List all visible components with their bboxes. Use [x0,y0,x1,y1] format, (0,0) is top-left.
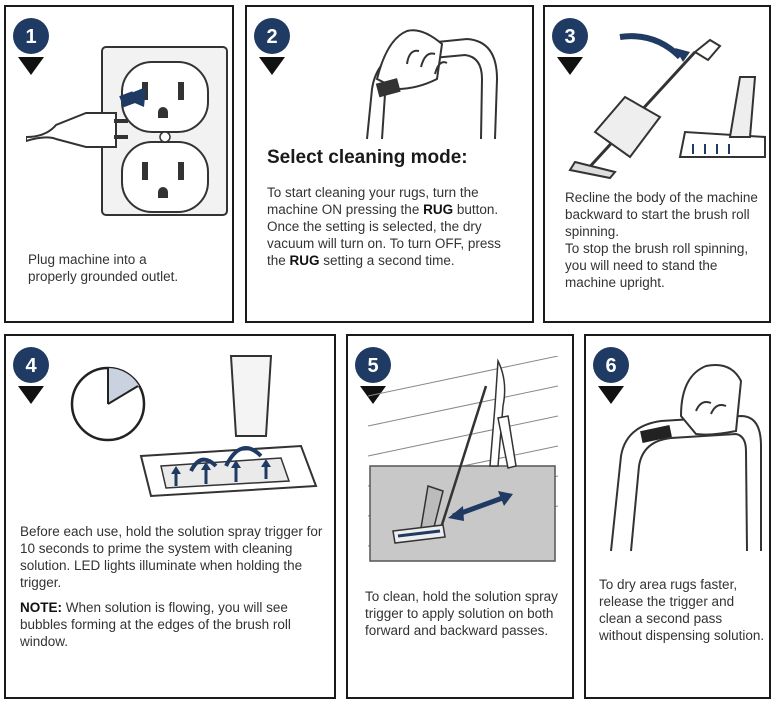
step-2-badge: 2 [254,18,290,75]
hand-pressing-rug-button-illustration [366,29,499,140]
rug-setting-label: RUG [289,253,320,268]
step-6-badge: 6 [593,347,629,404]
step-5-number: 5 [367,355,378,377]
note-label: NOTE: [20,600,62,615]
step-2-text: To start cleaning your rugs, turn the ma… [267,184,522,269]
step-3-text-line: To stop the brush roll spinning, you wil… [565,241,749,290]
step-1-number: 1 [25,26,36,48]
step-1-text: Plug machine into a properly grounded ou… [28,252,179,284]
step-2-heading: Select cleaning mode: [267,147,468,168]
recline-machine-illustration [568,33,766,180]
hand-releasing-trigger-illustration [610,364,762,552]
step-5-text: To clean, hold the solution spray trigge… [365,589,558,638]
brush-roll-priming-illustration [139,355,318,498]
step-3-text-line: Recline the body of the machine backward… [565,190,758,239]
step-4-number: 4 [25,355,37,377]
step-3-text: Recline the body of the machine backward… [565,189,765,291]
step-4-panel: 4 Before each use, hold the solution spr… [4,334,336,699]
step-2-number: 2 [266,26,277,48]
step-3-number: 3 [564,26,575,48]
outlet-plug-illustration [26,46,228,216]
note-text: When solution is flowing, you will see b… [20,600,291,649]
rug-button-label: RUG [423,202,454,217]
timer-clock-icon [70,366,146,442]
step-6-number: 6 [605,355,616,377]
rug-cleaning-passes-illustration [368,356,558,562]
step-5-panel: 5 To clean, hold the solution spray trig… [346,334,574,699]
step-2-text-part: setting a second time. [319,253,455,268]
step-2-text-part: To start cleaning your rugs, turn the ma… [267,185,479,217]
step-1-badge: 1 [13,18,49,75]
step-4-text: Before each use, hold the solution spray… [20,524,323,590]
step-2-text-part: button. Once the setting is selected, th… [267,202,501,268]
step-1-panel: 1 Plug machine into a properly grounded … [4,5,234,323]
step-4-badge: 4 [13,347,49,404]
step-6-text: To dry area rugs faster, release the tri… [599,577,765,643]
step-2-panel: 2 Select cleaning mode: To start cleanin… [245,5,534,323]
step-3-badge: 3 [552,18,588,75]
step-4-note: NOTE: When solution is flowing, you will… [20,599,325,650]
step-3-panel: 3 Recline the body of the machine backwa… [543,5,771,323]
step-6-panel: 6 To dry area rugs faster, release the t… [584,334,771,699]
